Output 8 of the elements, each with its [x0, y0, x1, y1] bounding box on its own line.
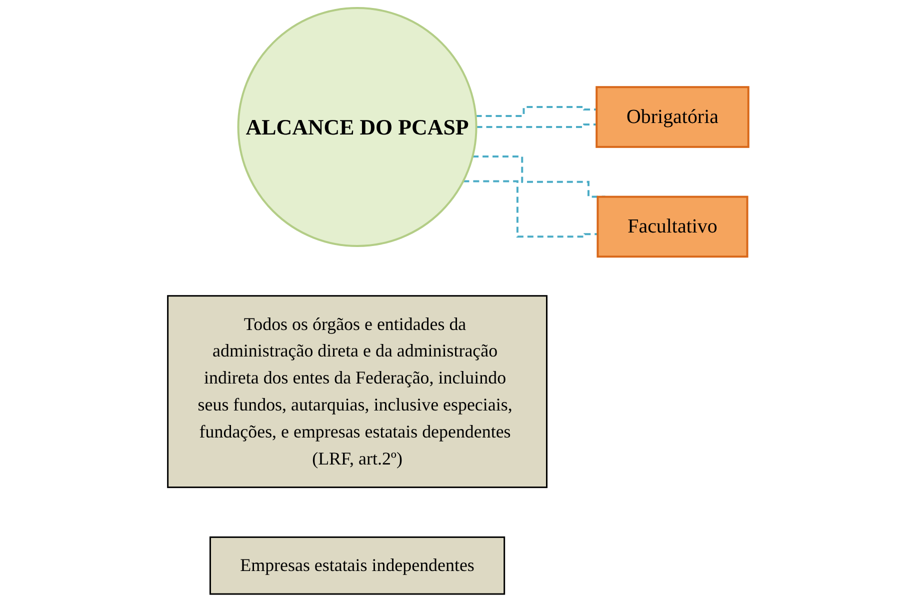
connector — [464, 180, 598, 238]
connector — [476, 124, 598, 128]
node-box: Empresas estatais independentes — [210, 536, 506, 595]
node-box: Obrigatória — [596, 86, 750, 148]
node-box: Facultativo — [597, 196, 749, 258]
node-box: Todos os órgãos e entidades da administração direta e da administração indireta dos entes da Federação, incluindo seus fundos, autarquias, inclusive especiais, fundações, e empresas estatais dependentes (LRF, art.2º) — [167, 295, 548, 488]
node-circle: ALCANCE DO PCASP — [238, 6, 478, 247]
connector — [476, 106, 598, 117]
